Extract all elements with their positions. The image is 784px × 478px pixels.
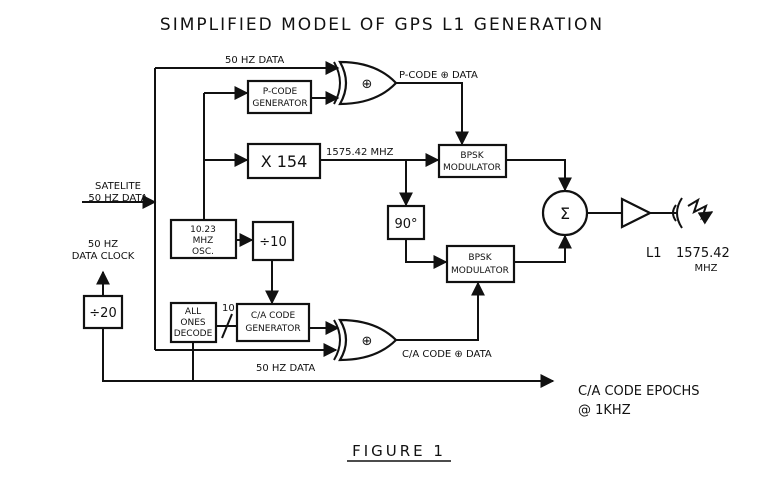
phase-label: 90°: [394, 217, 417, 232]
satellite-label-2: 50 HZ DATA: [88, 193, 147, 204]
xor-gate-bottom: ⊕: [333, 318, 398, 362]
amplifier-icon: [620, 197, 653, 229]
epochs-label-1: C/A CODE EPOCHS: [578, 384, 700, 399]
ca-data-to-bpsk2-wire: [395, 281, 485, 341]
ca-data-label: C/A CODE ⊕ DATA: [402, 349, 492, 360]
ca-label-1: C/A CODE: [251, 311, 296, 321]
bpsk2-to-sum-wire: [514, 234, 572, 263]
bus-slash: [221, 313, 233, 339]
multiplier-label: X 154: [261, 152, 308, 171]
data-bottom-label: 50 HZ DATA: [256, 363, 315, 374]
output-freq-label: 1575.42: [676, 246, 730, 261]
pcode-data-to-bpsk1-wire: [395, 82, 469, 146]
xor-top-symbol: ⊕: [362, 77, 373, 92]
pcode-label-1: P-CODE: [263, 87, 298, 97]
div10-label: ÷10: [259, 235, 286, 250]
figure-caption: FIGURE 1: [352, 442, 446, 460]
ones-label-1: ALL: [185, 307, 201, 317]
ones-label-2: ONES: [180, 318, 206, 328]
ones-label-3: DECODE: [174, 329, 213, 339]
all-ones-decode-block: ALL ONES DECODE: [169, 301, 218, 344]
divide-by-10-block: ÷10: [251, 220, 295, 262]
bus-width-label: 10: [222, 303, 235, 314]
osc-label-2: MHZ: [193, 236, 214, 246]
div20-label: ÷20: [89, 306, 116, 321]
bpsk-modulator-top: BPSK MODULATOR: [437, 143, 508, 179]
satellite-label-1: SATELITE: [95, 181, 141, 192]
phase-to-bpsk2-wire: [405, 240, 448, 269]
divide-by-20-block: ÷20: [82, 294, 124, 330]
epochs-label-2: @ 1KHZ: [578, 403, 631, 418]
bpsk1-label-2: MODULATOR: [443, 163, 501, 173]
bpsk2-label-2: MODULATOR: [451, 266, 509, 276]
bpsk1-label-1: BPSK: [460, 151, 484, 161]
multiplier-block: X 154: [246, 142, 322, 180]
pcode-generator-block: P-CODE GENERATOR: [246, 79, 313, 115]
data-clock-label-2: DATA CLOCK: [72, 251, 135, 262]
pcode-data-label: P-CODE ⊕ DATA: [399, 70, 478, 81]
xor-bottom-symbol: ⊕: [362, 334, 373, 349]
ca-code-generator-block: C/A CODE GENERATOR: [235, 302, 311, 343]
summer-symbol: Σ: [560, 204, 570, 223]
data-clock-label-1: 50 HZ: [88, 239, 118, 250]
xor-gate-top: ⊕: [333, 60, 398, 106]
output-band-label: L1: [646, 246, 662, 261]
antenna-icon: [650, 197, 714, 229]
freq-label: 1575.42 MHZ: [326, 147, 394, 158]
phase-shift-block: 90°: [386, 204, 426, 241]
diagram-title: SIMPLIFIED MODEL OF GPS L1 GENERATION: [160, 15, 604, 35]
bpsk-modulator-bottom: BPSK MODULATOR: [445, 244, 516, 284]
oscillator-block: 10.23 MHZ OSC.: [169, 218, 238, 260]
osc-label-3: OSC.: [192, 247, 214, 257]
output-unit-label: MHZ: [695, 263, 718, 274]
bpsk2-label-1: BPSK: [468, 253, 492, 263]
summer-block: Σ: [541, 189, 589, 237]
bpsk1-to-sum-wire: [506, 159, 572, 192]
osc-label-1: 10.23: [190, 225, 216, 235]
pcode-label-2: GENERATOR: [252, 99, 307, 109]
ca-label-2: GENERATOR: [245, 324, 300, 334]
epochs-line-wire: [102, 328, 555, 388]
data-top-label: 50 HZ DATA: [225, 55, 284, 66]
